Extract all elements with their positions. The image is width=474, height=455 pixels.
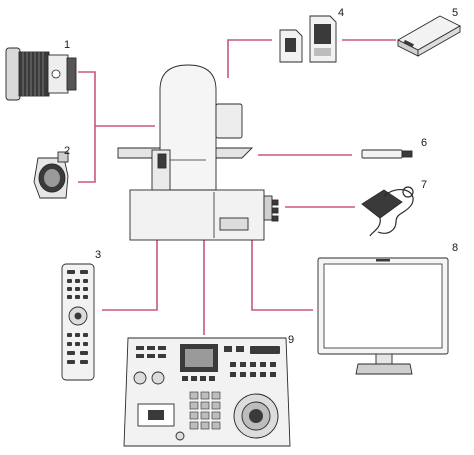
usb-cable-illustration bbox=[361, 149, 413, 159]
line-camera-to-monitor bbox=[251, 240, 313, 311]
line-lens-adapter-to-camera bbox=[78, 71, 155, 183]
callout-lens: 1 bbox=[64, 39, 70, 51]
lens-illustration bbox=[5, 47, 77, 101]
mount-adapter-illustration bbox=[33, 151, 69, 199]
ac-adapter-illustration bbox=[361, 186, 414, 237]
remote-commander-illustration bbox=[61, 263, 95, 381]
callout-mount-adapter: 2 bbox=[64, 145, 70, 157]
callout-usb-cable: 6 bbox=[421, 137, 427, 149]
ptz-camera-illustration bbox=[117, 64, 279, 241]
callout-ac-adapter: 7 bbox=[421, 179, 427, 191]
callout-card-reader: 5 bbox=[452, 7, 458, 19]
line-camera-to-cards bbox=[227, 39, 272, 78]
remote-controller-illustration bbox=[123, 337, 291, 447]
callout-monitor: 8 bbox=[452, 242, 458, 254]
line-camera-to-remote-commander bbox=[102, 240, 158, 311]
monitor-illustration bbox=[317, 257, 449, 375]
callout-memory-cards: 4 bbox=[338, 7, 344, 19]
memory-cards-illustration bbox=[279, 15, 337, 63]
callout-remote-commander: 3 bbox=[95, 249, 101, 261]
callout-remote-controller: 9 bbox=[288, 334, 294, 346]
callout-numbers: 1 2 3 4 5 6 7 8 9 bbox=[64, 7, 458, 346]
card-reader-illustration bbox=[397, 15, 461, 57]
connector-lines bbox=[78, 39, 396, 335]
